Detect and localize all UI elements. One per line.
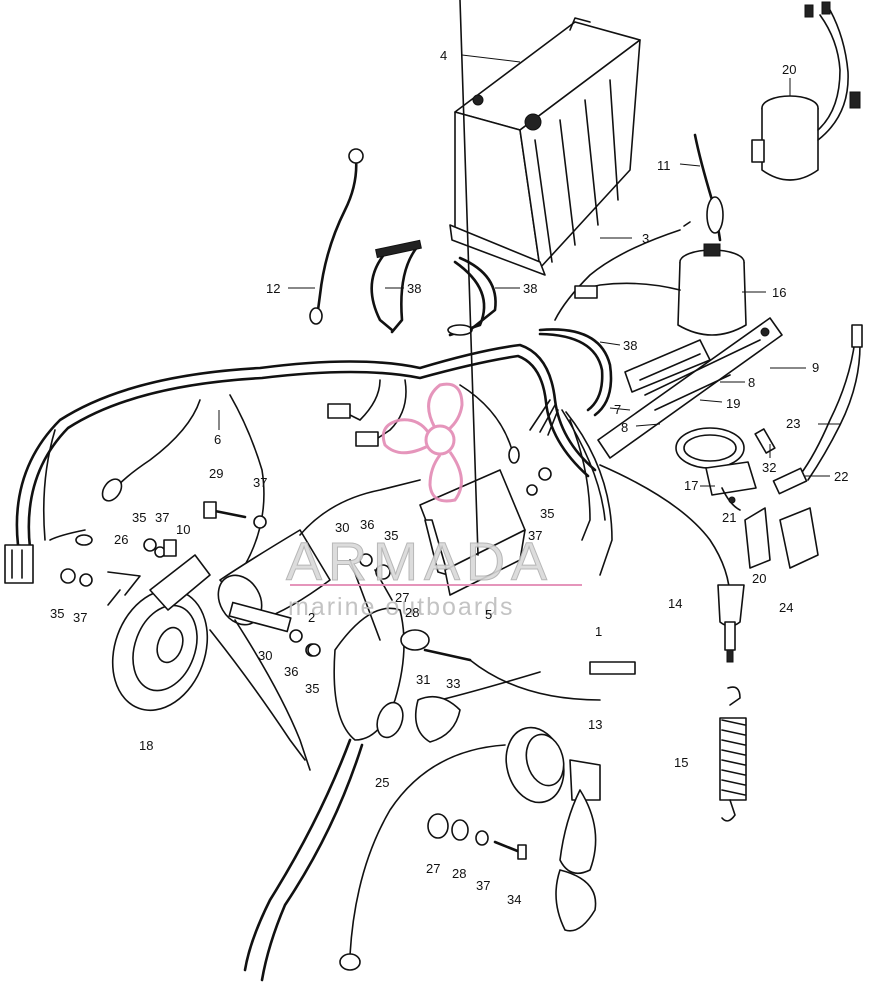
callout-35: 35 bbox=[540, 506, 554, 521]
callout-30: 30 bbox=[258, 648, 272, 663]
callout-28: 28 bbox=[405, 605, 419, 620]
regulator bbox=[419, 0, 526, 596]
switch-31 bbox=[400, 629, 636, 743]
callout-25: 25 bbox=[375, 775, 389, 790]
callout-8: 8 bbox=[621, 420, 628, 435]
horn bbox=[107, 554, 306, 761]
callout-11: 11 bbox=[657, 158, 671, 173]
callout-15: 15 bbox=[674, 755, 688, 770]
bolts bbox=[60, 467, 552, 657]
cable-3 bbox=[554, 221, 691, 321]
relays-lower bbox=[721, 487, 819, 569]
callout-1: 1 bbox=[595, 624, 602, 639]
ignition-switch bbox=[339, 726, 601, 971]
clamp-17 bbox=[675, 427, 776, 496]
callout-34: 34 bbox=[507, 892, 521, 907]
callout-10: 10 bbox=[176, 522, 190, 537]
callout-38: 38 bbox=[623, 338, 637, 353]
watermark: ARMADA marine outboards bbox=[286, 382, 582, 621]
callout-13: 13 bbox=[588, 717, 602, 732]
callout-21: 21 bbox=[722, 510, 736, 525]
callout-27: 27 bbox=[395, 590, 409, 605]
callout-6: 6 bbox=[214, 432, 221, 447]
callout-17: 17 bbox=[684, 478, 698, 493]
callout-19: 19 bbox=[726, 396, 740, 411]
rubber-bands bbox=[370, 239, 613, 417]
callout-32: 32 bbox=[762, 460, 776, 475]
callout-26: 26 bbox=[114, 532, 128, 547]
propeller-logo bbox=[381, 382, 464, 503]
battery bbox=[449, 17, 641, 276]
leader-lines bbox=[218, 54, 840, 487]
callout-35: 35 bbox=[132, 510, 146, 525]
callout-27: 27 bbox=[426, 861, 440, 876]
callout-18: 18 bbox=[139, 738, 153, 753]
relay-top bbox=[751, 1, 861, 181]
callout-2: 2 bbox=[308, 610, 315, 625]
wire-harness bbox=[4, 343, 613, 584]
callout-37: 37 bbox=[155, 510, 169, 525]
callout-33: 33 bbox=[446, 676, 460, 691]
ignition-coil bbox=[217, 479, 421, 771]
battery-cable bbox=[309, 148, 364, 325]
connector-11 bbox=[693, 133, 724, 242]
callout-29: 29 bbox=[209, 466, 223, 481]
callout-24: 24 bbox=[779, 600, 793, 615]
callout-20: 20 bbox=[752, 571, 766, 586]
fuse-panel bbox=[597, 317, 783, 459]
callout-3: 3 bbox=[642, 231, 649, 246]
callout-30: 30 bbox=[335, 520, 349, 535]
callout-37: 37 bbox=[528, 528, 542, 543]
spring bbox=[719, 686, 747, 822]
callout-5: 5 bbox=[485, 607, 492, 622]
callout-37: 37 bbox=[73, 610, 87, 625]
small-hardware bbox=[427, 813, 527, 860]
callout-23: 23 bbox=[786, 416, 800, 431]
callout-38: 38 bbox=[523, 281, 537, 296]
starter-solenoid bbox=[574, 243, 747, 336]
callout-37: 37 bbox=[253, 475, 267, 490]
bracket-25 bbox=[243, 559, 405, 982]
callout-37: 37 bbox=[476, 878, 490, 893]
callout-31: 31 bbox=[416, 672, 430, 687]
callout-4: 4 bbox=[440, 48, 447, 63]
watermark-tagline: marine outboards bbox=[288, 593, 515, 621]
callout-labels: 4 20 11 3 12 38 38 16 38 9 8 19 7 8 23 6… bbox=[50, 48, 848, 907]
callout-20: 20 bbox=[782, 62, 796, 77]
plug-cap bbox=[599, 464, 745, 663]
callout-22: 22 bbox=[834, 469, 848, 484]
callout-35: 35 bbox=[305, 681, 319, 696]
callout-35: 35 bbox=[384, 528, 398, 543]
callout-35: 35 bbox=[50, 606, 64, 621]
callout-8: 8 bbox=[748, 375, 755, 390]
callout-36: 36 bbox=[360, 517, 374, 532]
callout-7: 7 bbox=[614, 402, 621, 417]
callout-38: 38 bbox=[407, 281, 421, 296]
watermark-brand: ARMADA bbox=[286, 532, 553, 592]
callout-28: 28 bbox=[452, 866, 466, 881]
callout-14: 14 bbox=[668, 596, 682, 611]
callout-36: 36 bbox=[284, 664, 298, 679]
callout-12: 12 bbox=[266, 281, 280, 296]
cable-22-23 bbox=[772, 324, 863, 495]
callout-16: 16 bbox=[772, 285, 786, 300]
callout-9: 9 bbox=[812, 360, 819, 375]
